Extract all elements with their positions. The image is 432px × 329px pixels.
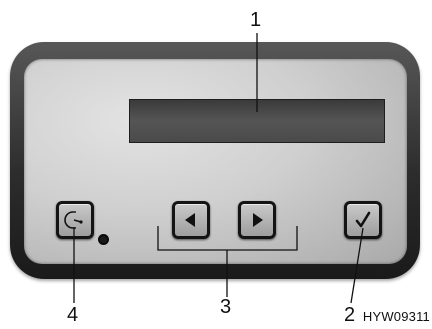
menu-button[interactable] [56,201,94,239]
checkmark-icon [353,210,373,230]
confirm-button[interactable] [344,201,382,239]
callout-display: 1 [250,10,261,30]
button-indicator-dot [98,234,109,245]
callout-menu: 4 [67,305,78,325]
callout-arrows: 3 [220,297,231,317]
lcd-display [129,99,385,143]
arrow-left-icon [182,211,200,229]
figure-code: HYW09311 [363,309,430,324]
odometer-menu-icon [63,209,87,231]
arrow-right-icon [248,211,266,229]
left-arrow-button[interactable] [172,201,210,239]
right-arrow-button[interactable] [238,201,276,239]
callout-confirm: 2 [344,305,355,325]
